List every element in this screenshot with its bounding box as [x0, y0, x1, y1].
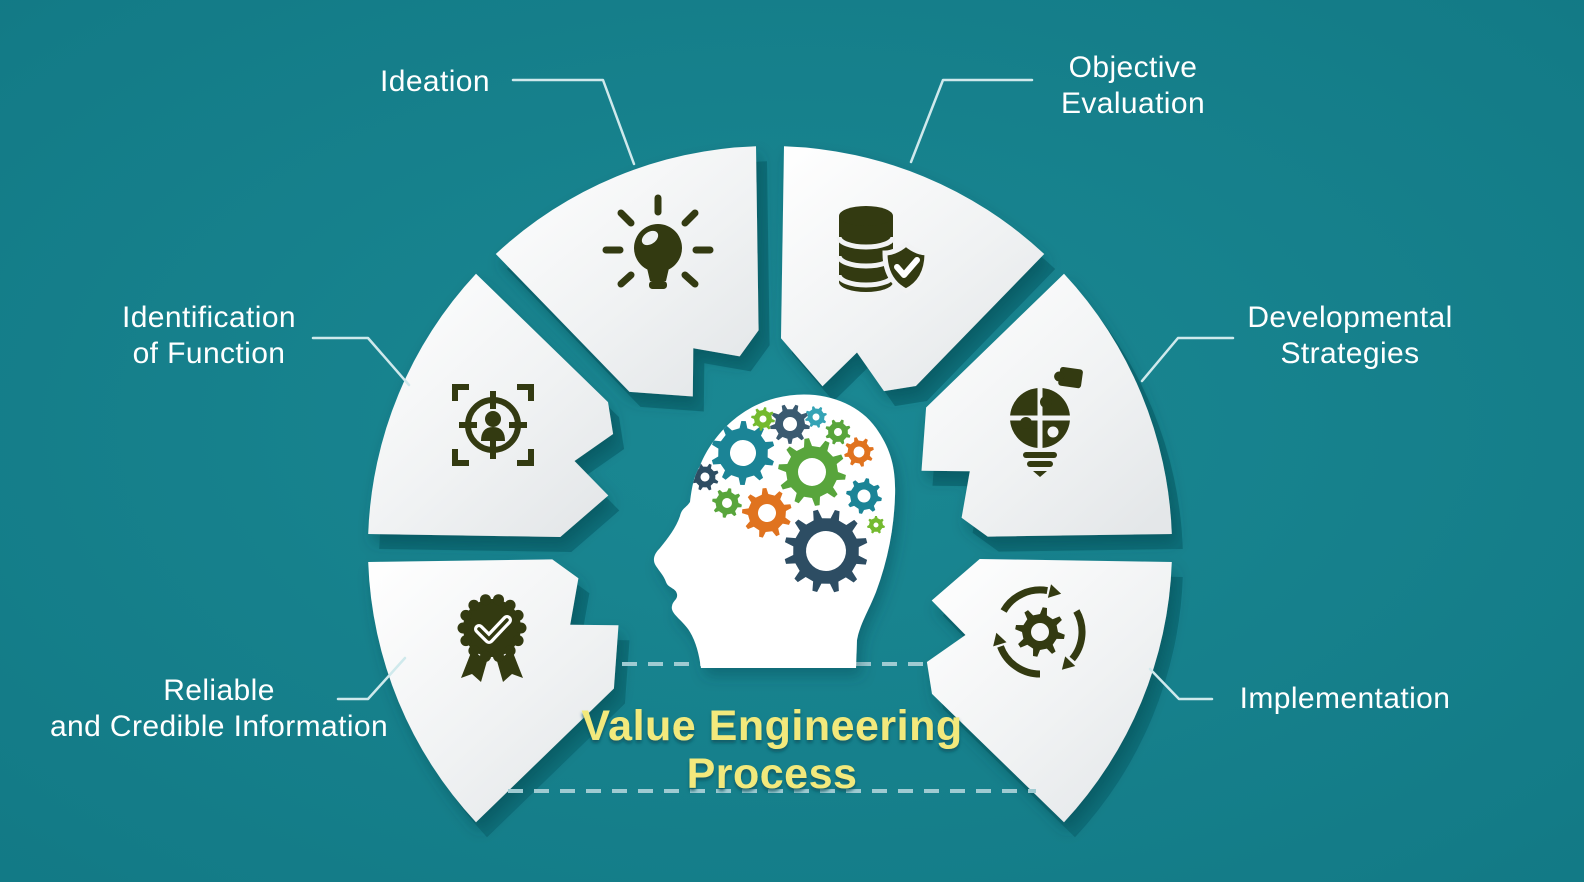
person-target-icon: [452, 384, 534, 466]
lightbulb-idea-icon: [602, 194, 714, 289]
badge-scallops: [457, 594, 527, 662]
gear-cycle-icon: [993, 584, 1086, 678]
segment-ideation-shape: [495, 146, 759, 397]
label-identification-line1: Identification: [122, 301, 296, 334]
connector-identification: [311, 336, 411, 387]
label-developmental-line2: Strategies: [1280, 337, 1419, 370]
label-identification-line2: of Function: [133, 337, 286, 370]
connector-ideation: [511, 78, 636, 166]
connector-implementation: [1148, 667, 1214, 701]
label-objective-evaluation-line2: Evaluation: [1061, 87, 1205, 120]
connector-developmental: [1140, 336, 1235, 383]
brain-gears: [691, 404, 885, 593]
title-line1: Value Engineering: [581, 702, 962, 750]
segment-implementation-shape: [926, 559, 1172, 823]
label-reliable-line2: and Credible Information: [50, 710, 388, 743]
label-objective-evaluation-line1: Objective: [1069, 51, 1198, 84]
connector-reliable: [336, 656, 407, 701]
title-line2: Process: [687, 750, 858, 798]
label-reliable-line1: Reliable: [163, 674, 275, 707]
label-developmental-line1: Developmental: [1247, 301, 1452, 334]
segment-reliable-credible-shape: [368, 559, 619, 823]
label-ideation: Ideation: [380, 65, 490, 98]
database-verified-icon: [836, 206, 930, 294]
puzzle-lightbulb-icon: [1009, 366, 1083, 477]
head-with-gears-icon: [653, 394, 896, 668]
label-implementation: Implementation: [1240, 682, 1451, 715]
diagram-title: Value Engineering Process: [581, 702, 962, 798]
connector-objective-evaluation: [909, 78, 1034, 164]
award-badge-check-icon: [457, 594, 527, 682]
